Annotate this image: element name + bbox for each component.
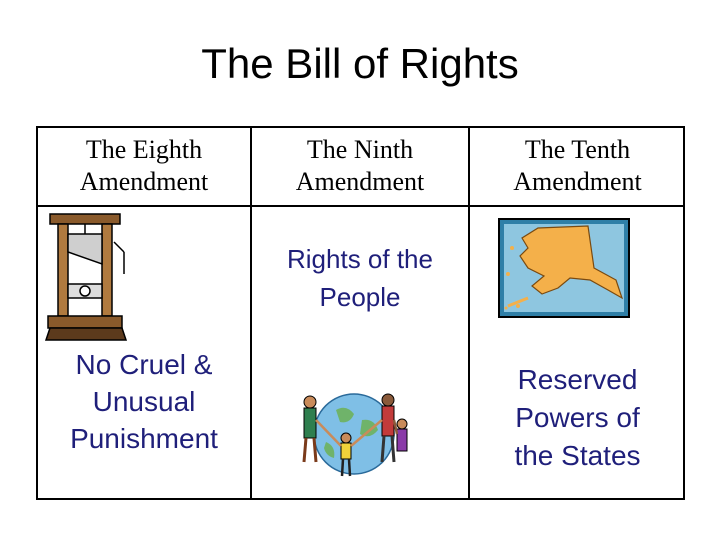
- header-tenth-amendment: The Tenth Amendment: [470, 134, 685, 198]
- description-line: Rights of the: [287, 244, 433, 274]
- guillotine-icon: [44, 213, 128, 341]
- header-line: The Tenth: [524, 135, 631, 164]
- description-line: the States: [514, 440, 641, 471]
- slide-title: The Bill of Rights: [201, 40, 519, 87]
- header-line: Amendment: [295, 167, 425, 196]
- alaska-map-icon: [498, 218, 630, 318]
- header-line: Amendment: [513, 167, 642, 196]
- people-around-globe-icon: [302, 393, 408, 477]
- eighth-amendment-description: No Cruel & Unusual Punishment: [38, 346, 250, 457]
- ninth-amendment-description: Rights of the People: [252, 240, 468, 316]
- description-line: Punishment: [70, 423, 218, 454]
- column-divider: [250, 128, 252, 498]
- amendments-table: The Eighth Amendment The Ninth Amendment…: [36, 126, 685, 500]
- header-eighth-amendment: The Eighth Amendment: [38, 134, 250, 198]
- description-line: No Cruel &: [75, 349, 213, 380]
- description-line: Powers of: [515, 402, 640, 433]
- header-line: The Eighth: [85, 135, 203, 164]
- tenth-amendment-description: Reserved Powers of the States: [470, 361, 685, 475]
- description-line: Unusual: [92, 386, 196, 417]
- description-line: People: [319, 282, 401, 312]
- header-line: Amendment: [79, 167, 209, 196]
- description-line: Reserved: [517, 364, 638, 395]
- header-line: The Ninth: [306, 135, 414, 164]
- header-ninth-amendment: The Ninth Amendment: [252, 134, 468, 198]
- column-divider: [468, 128, 470, 498]
- header-divider: [38, 205, 683, 207]
